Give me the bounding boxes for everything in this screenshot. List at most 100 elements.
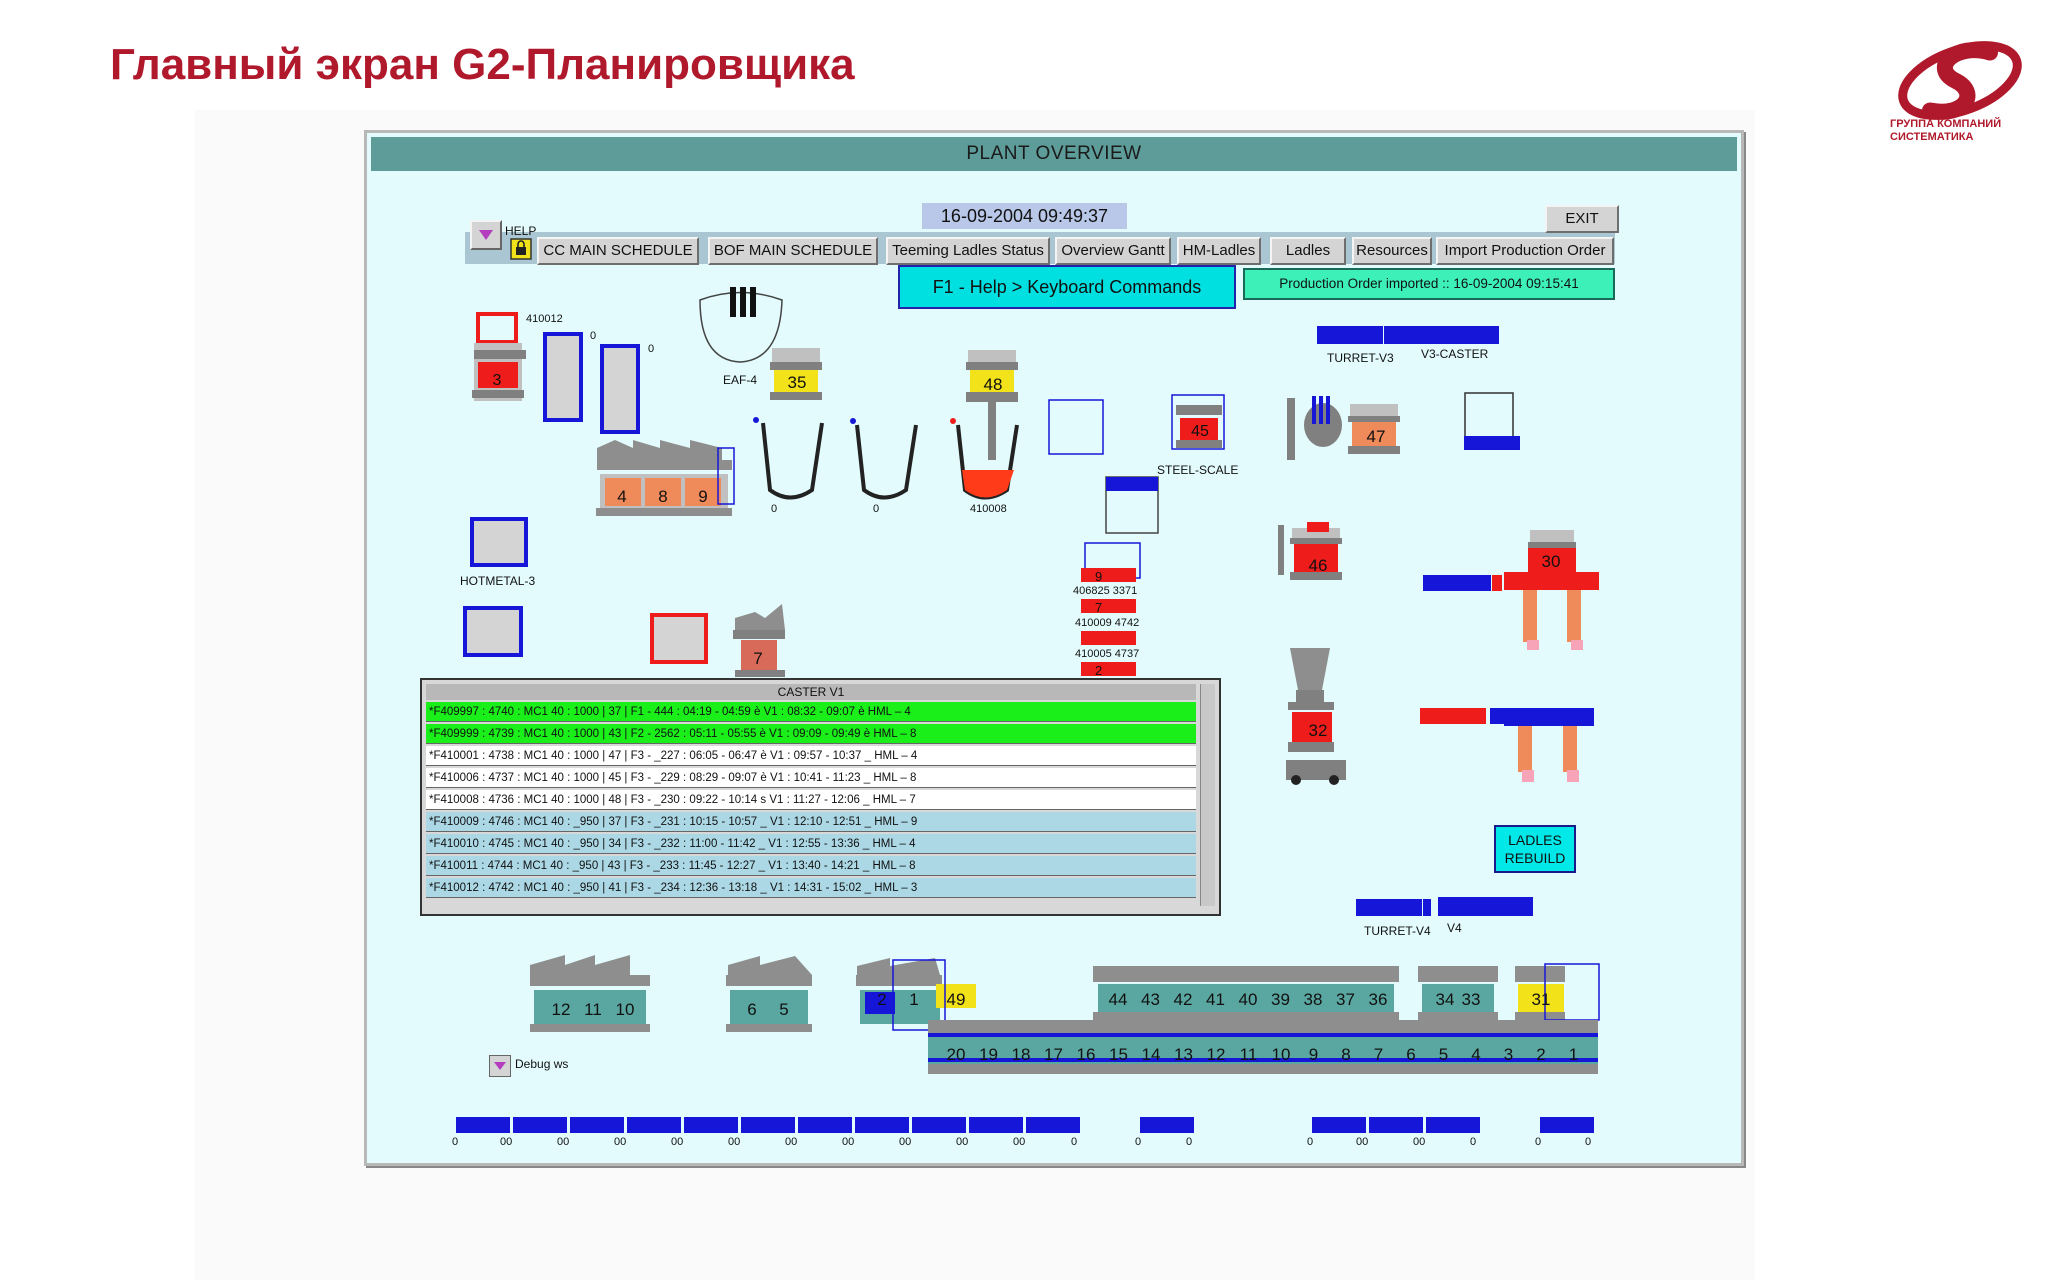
svg-text:7: 7 — [753, 649, 762, 668]
turret-v4-upper — [1420, 708, 1594, 782]
caster-v1-title: CASTER V1 — [426, 684, 1196, 700]
caster-row[interactable]: *F410001 : 4738 : MC1 40 : 1000 | 47 | F… — [426, 746, 1196, 766]
rail-slot-number: 18 — [1012, 1045, 1031, 1064]
svg-text:45: 45 — [1191, 423, 1209, 440]
ladles-rebuild-line2: REBUILD — [1504, 850, 1566, 866]
overview-gantt-button[interactable]: Overview Gantt — [1055, 237, 1171, 265]
svg-text:00: 00 — [557, 1136, 569, 1148]
ladle-3[interactable]: 3 — [472, 312, 526, 401]
svg-text:35: 35 — [788, 373, 807, 392]
ladle-stack[interactable]: 9 406825 3371 7 410009 4742 410005 4737 … — [1073, 542, 1141, 678]
storage-slot-number: 38 — [1304, 990, 1323, 1009]
ladle-32-car[interactable]: 32 — [1286, 648, 1346, 785]
caster-row[interactable]: *F410010 : 4745 : MC1 40 : _950 | 34 | F… — [426, 834, 1196, 854]
svg-text:00: 00 — [842, 1136, 854, 1148]
ladle-48[interactable]: 48 — [966, 350, 1018, 460]
debug-ws-label: Debug ws — [515, 1057, 569, 1071]
ladle-7[interactable]: 7 — [733, 604, 785, 677]
rail-slot-number: 5 — [1439, 1045, 1448, 1064]
schedule-lock-icon[interactable] — [510, 238, 534, 262]
rail-slot-number: 17 — [1044, 1045, 1063, 1064]
rail-slot-number: 8 — [1341, 1045, 1350, 1064]
storage-slot-number: 49 — [947, 990, 966, 1009]
storage-slot-number: 37 — [1336, 990, 1355, 1009]
ladle-46[interactable]: 46 — [1278, 522, 1342, 580]
production-order-status: Production Order imported :: 16-09-2004 … — [1243, 268, 1615, 300]
caster-row[interactable]: *F410011 : 4744 : MC1 40 : _950 | 43 | F… — [426, 856, 1196, 876]
turret-v3-arm-1 — [1317, 326, 1383, 344]
debug-menu-icon[interactable] — [489, 1055, 511, 1077]
caster-scrollbar[interactable] — [1200, 684, 1215, 906]
svg-text:00: 00 — [785, 1136, 797, 1148]
rail-slot-number: 6 — [1406, 1045, 1415, 1064]
svg-text:00: 00 — [1356, 1136, 1368, 1148]
resources-button[interactable]: Resources — [1352, 237, 1432, 265]
logo-line-2: СИСТЕМАТИКА — [1890, 131, 1974, 143]
storage-slot-number: 6 — [747, 1000, 756, 1019]
ladle-30-turret[interactable]: 30 — [1423, 530, 1599, 650]
ladle-furnace-47[interactable]: 47 — [1287, 396, 1400, 460]
company-logo — [1898, 41, 2022, 120]
ladle-3-label: 3 — [493, 372, 502, 389]
empty-stand-1 — [1048, 399, 1104, 455]
bof-main-schedule-button[interactable]: BOF MAIN SCHEDULE — [708, 237, 878, 265]
storage-slot-number: 33 — [1462, 990, 1481, 1009]
exit-button[interactable]: EXIT — [1545, 205, 1619, 233]
bof-vessel-1: 0 — [753, 417, 824, 515]
keyboard-help-banner[interactable]: F1 - Help > Keyboard Commands — [898, 265, 1236, 309]
caster-row[interactable]: *F410008 : 4736 : MC1 40 : 1000 | 48 | F… — [426, 790, 1196, 810]
hotmetal-3-ladle — [470, 517, 528, 567]
red-empty-ladle — [650, 613, 708, 664]
storage-slot-number: 10 — [616, 1000, 635, 1019]
cc-main-schedule-button[interactable]: CC MAIN SCHEDULE — [537, 237, 699, 265]
teeming-ladles-status-button[interactable]: Teeming Ladles Status — [886, 237, 1050, 265]
storage-big — [1093, 966, 1399, 1022]
turret-v4-label: TURRET-V4 — [1364, 924, 1431, 938]
caster-row[interactable]: *F409999 : 4739 : MC1 40 : 1000 | 43 | F… — [426, 724, 1196, 744]
svg-text:0: 0 — [1585, 1136, 1591, 1148]
storage-slot-number: 2 — [877, 990, 886, 1009]
storage-slot-number: 42 — [1174, 990, 1193, 1009]
storage-slot-number: 41 — [1206, 990, 1225, 1009]
hm-ladles-button[interactable]: HM-Ladles — [1177, 237, 1261, 265]
ladle-35[interactable]: 35 — [770, 348, 822, 400]
rail-slot-number: 7 — [1374, 1045, 1383, 1064]
svg-text:00: 00 — [614, 1136, 626, 1148]
ladles-rebuild-line1: LADLES — [1508, 832, 1562, 848]
svg-text:410009 4742: 410009 4742 — [1075, 617, 1139, 629]
storage-slot-number: 12 — [552, 1000, 571, 1019]
storage-slot-number: 39 — [1271, 990, 1290, 1009]
svg-text:00: 00 — [899, 1136, 911, 1148]
storage-slot-number: 1 — [909, 990, 918, 1009]
ladles-button[interactable]: Ladles — [1270, 237, 1346, 265]
caster-row[interactable]: *F410009 : 4746 : MC1 40 : _950 | 37 | F… — [426, 812, 1196, 832]
rail-slot-number: 1 — [1569, 1045, 1578, 1064]
svg-text:00: 00 — [728, 1136, 740, 1148]
caster-row[interactable]: *F410012 : 4742 : MC1 40 : _950 | 41 | F… — [426, 878, 1196, 898]
import-production-order-button[interactable]: Import Production Order — [1436, 237, 1614, 265]
hm-ladle-1-count: 0 — [590, 330, 596, 342]
ladle-45[interactable]: 45 — [1171, 394, 1225, 450]
help-menu-icon[interactable] — [470, 220, 502, 250]
hotmetal-ladle-2 — [463, 606, 523, 657]
rail-slot-number: 11 — [1240, 1045, 1258, 1064]
rail-slot-number: 20 — [947, 1045, 966, 1064]
svg-text:4: 4 — [617, 487, 626, 506]
svg-text:00: 00 — [956, 1136, 968, 1148]
bof-vessel-3: 410008 — [950, 418, 1019, 515]
ladles-rebuild-button[interactable]: LADLES REBUILD — [1494, 825, 1576, 873]
rail-slot-number: 14 — [1142, 1045, 1161, 1064]
storage-slot-number: 34 — [1436, 990, 1455, 1009]
window-title: PLANT OVERVIEW — [371, 137, 1737, 171]
ladle-id-410012: 410012 — [526, 313, 563, 325]
svg-text:0: 0 — [1535, 1136, 1541, 1148]
storage-slot-number: 40 — [1239, 990, 1258, 1009]
svg-text:00: 00 — [500, 1136, 512, 1148]
svg-text:30: 30 — [1542, 552, 1561, 571]
caster-row[interactable]: *F410006 : 4737 : MC1 40 : 1000 | 45 | F… — [426, 768, 1196, 788]
svg-text:2: 2 — [1095, 663, 1102, 678]
svg-text:7: 7 — [1095, 600, 1102, 615]
svg-text:0: 0 — [452, 1136, 458, 1148]
caster-row[interactable]: *F409997 : 4740 : MC1 40 : 1000 | 37 | F… — [426, 702, 1196, 722]
